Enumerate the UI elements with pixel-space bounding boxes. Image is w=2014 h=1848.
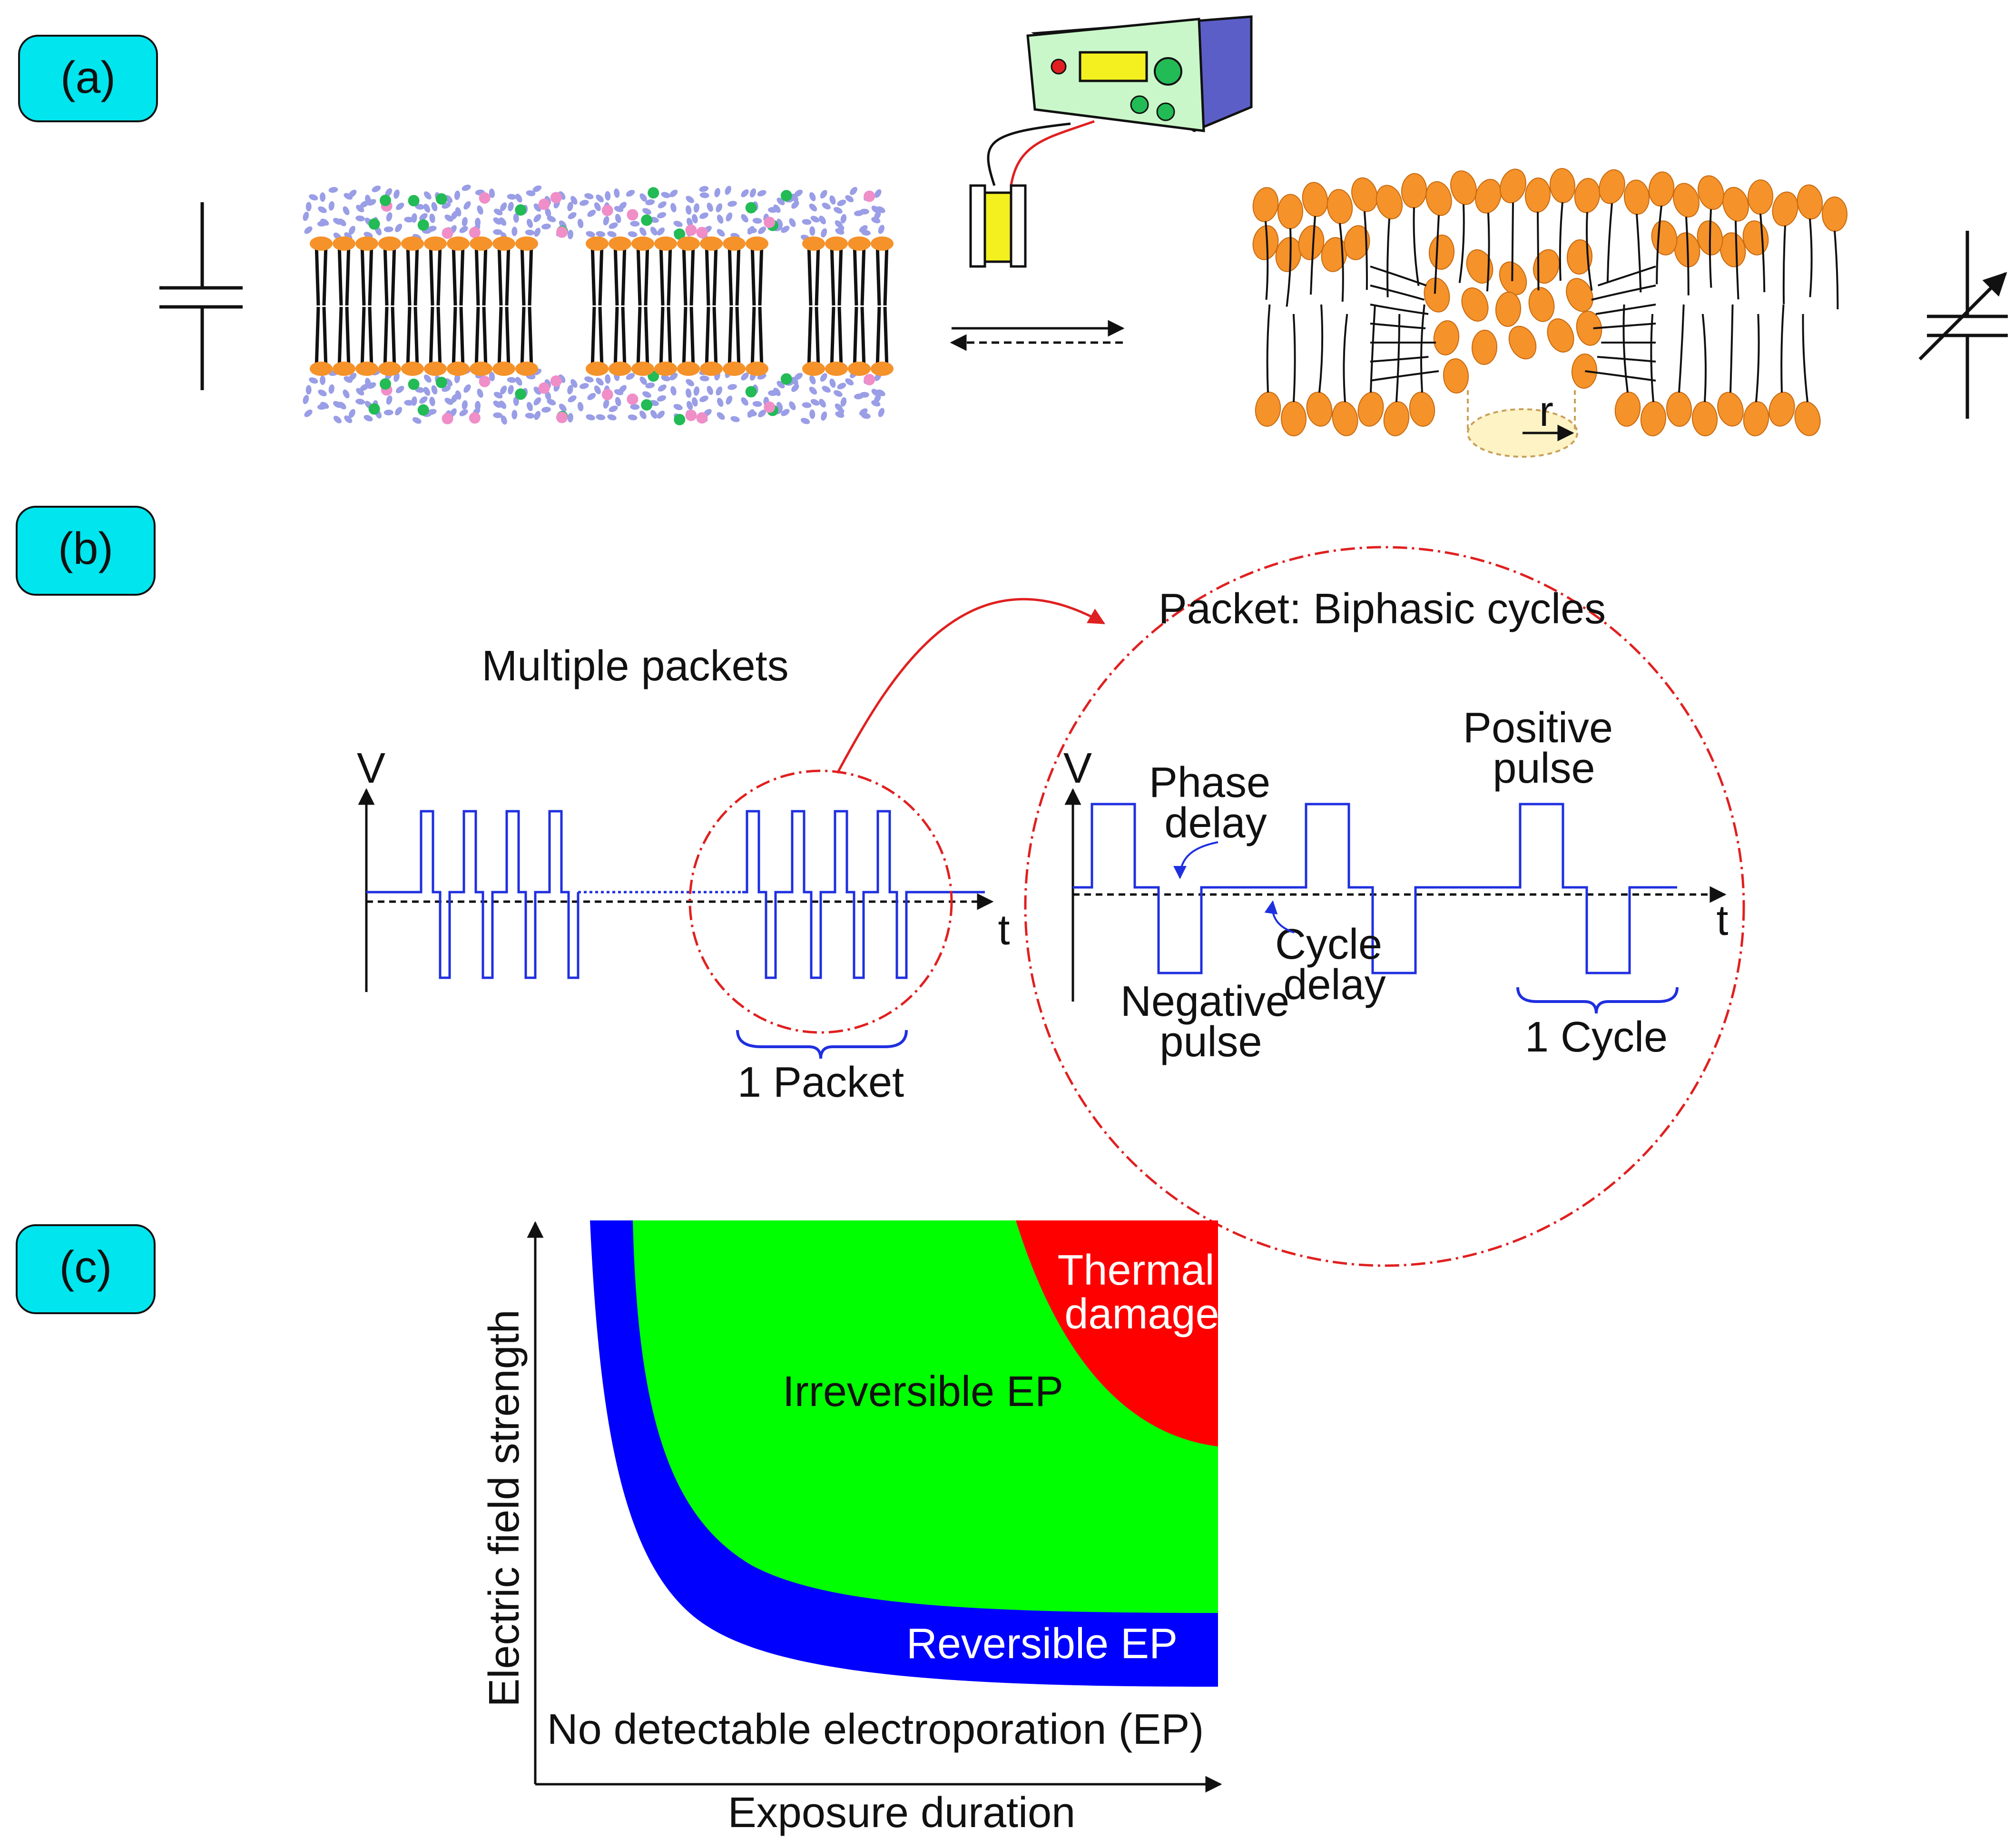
packets-axes: V t (357, 745, 1010, 992)
biphasic-zoom-circle (1024, 546, 1745, 1267)
panel-b: (b) Multiple packets V t 1 Packet Packet… (16, 506, 1745, 1267)
region-reversible-label: Reversible EP (906, 1620, 1178, 1668)
panel-a-label: (a) (60, 52, 116, 103)
one-packet-label: 1 Packet (737, 1059, 904, 1106)
variable-capacitor-icon (1918, 231, 2008, 419)
panel-c: (c) Electric field strength Exposure dur… (16, 1220, 1226, 1837)
zoom-connector-arrow (836, 598, 1106, 774)
cycle-delay-arrow (1264, 900, 1295, 934)
region-thermal (1016, 1220, 1218, 1446)
panel-c-label: (c) (59, 1242, 112, 1292)
panel-b-tag: (b) (16, 506, 156, 596)
phase-delay-label: Phase delay (1149, 759, 1282, 847)
panel-c-tag: (c) (16, 1224, 156, 1314)
transition-arrows (950, 320, 1125, 351)
panel-a-tag: (a) (18, 35, 158, 122)
multiple-packets-label: Multiple packets (481, 642, 788, 690)
positive-pulse-label: Positive pulse (1463, 704, 1625, 792)
porated-lipid-tails (1265, 202, 1839, 403)
t-axis-label-zoom: t (1716, 897, 1728, 944)
biphasic-waveform (1073, 803, 1677, 974)
packet-title: Packet: Biphasic cycles (1159, 585, 1606, 633)
region-none-label: No detectable electroporation (EP) (547, 1706, 1204, 1753)
intact-membrane (303, 185, 894, 425)
packet-zoom-circle (688, 769, 953, 1034)
v-axis-label: V (357, 745, 385, 792)
c-y-axis-label: Electric field strength (481, 1309, 528, 1707)
porated-lipid-heads (1252, 168, 1848, 436)
region-irreversible-label: Irreversible EP (783, 1368, 1063, 1415)
panel-a: (a) (18, 15, 2008, 458)
capacitor-icon (159, 202, 243, 390)
membrane-lipids (310, 236, 894, 376)
region-thermal-label: Thermal damage (1057, 1247, 1226, 1338)
cycle-axes: V t (1063, 745, 1729, 1002)
t-axis-label: t (998, 906, 1010, 954)
negative-pulse-label: Negative pulse (1120, 978, 1301, 1066)
packet-brace (736, 1030, 908, 1059)
cycle-brace (1516, 987, 1679, 1014)
membrane-top-proteins (303, 185, 885, 242)
c-x-axis-label: Exposure duration (728, 1789, 1075, 1837)
one-cycle-label: 1 Cycle (1525, 1013, 1668, 1061)
packets-waveform (366, 810, 985, 979)
pore-radius: r (1467, 388, 1578, 458)
cycle-delay-label: Cycle delay (1275, 921, 1394, 1009)
pore-radius-label: r (1539, 388, 1553, 435)
cuvette-icon (969, 184, 1027, 268)
panel-b-label: (b) (58, 523, 113, 574)
phase-delay-arrow (1173, 841, 1218, 879)
porated-membrane (1252, 168, 1848, 436)
pulse-generator-icon (987, 15, 1253, 186)
v-axis-label-zoom: V (1063, 745, 1092, 792)
